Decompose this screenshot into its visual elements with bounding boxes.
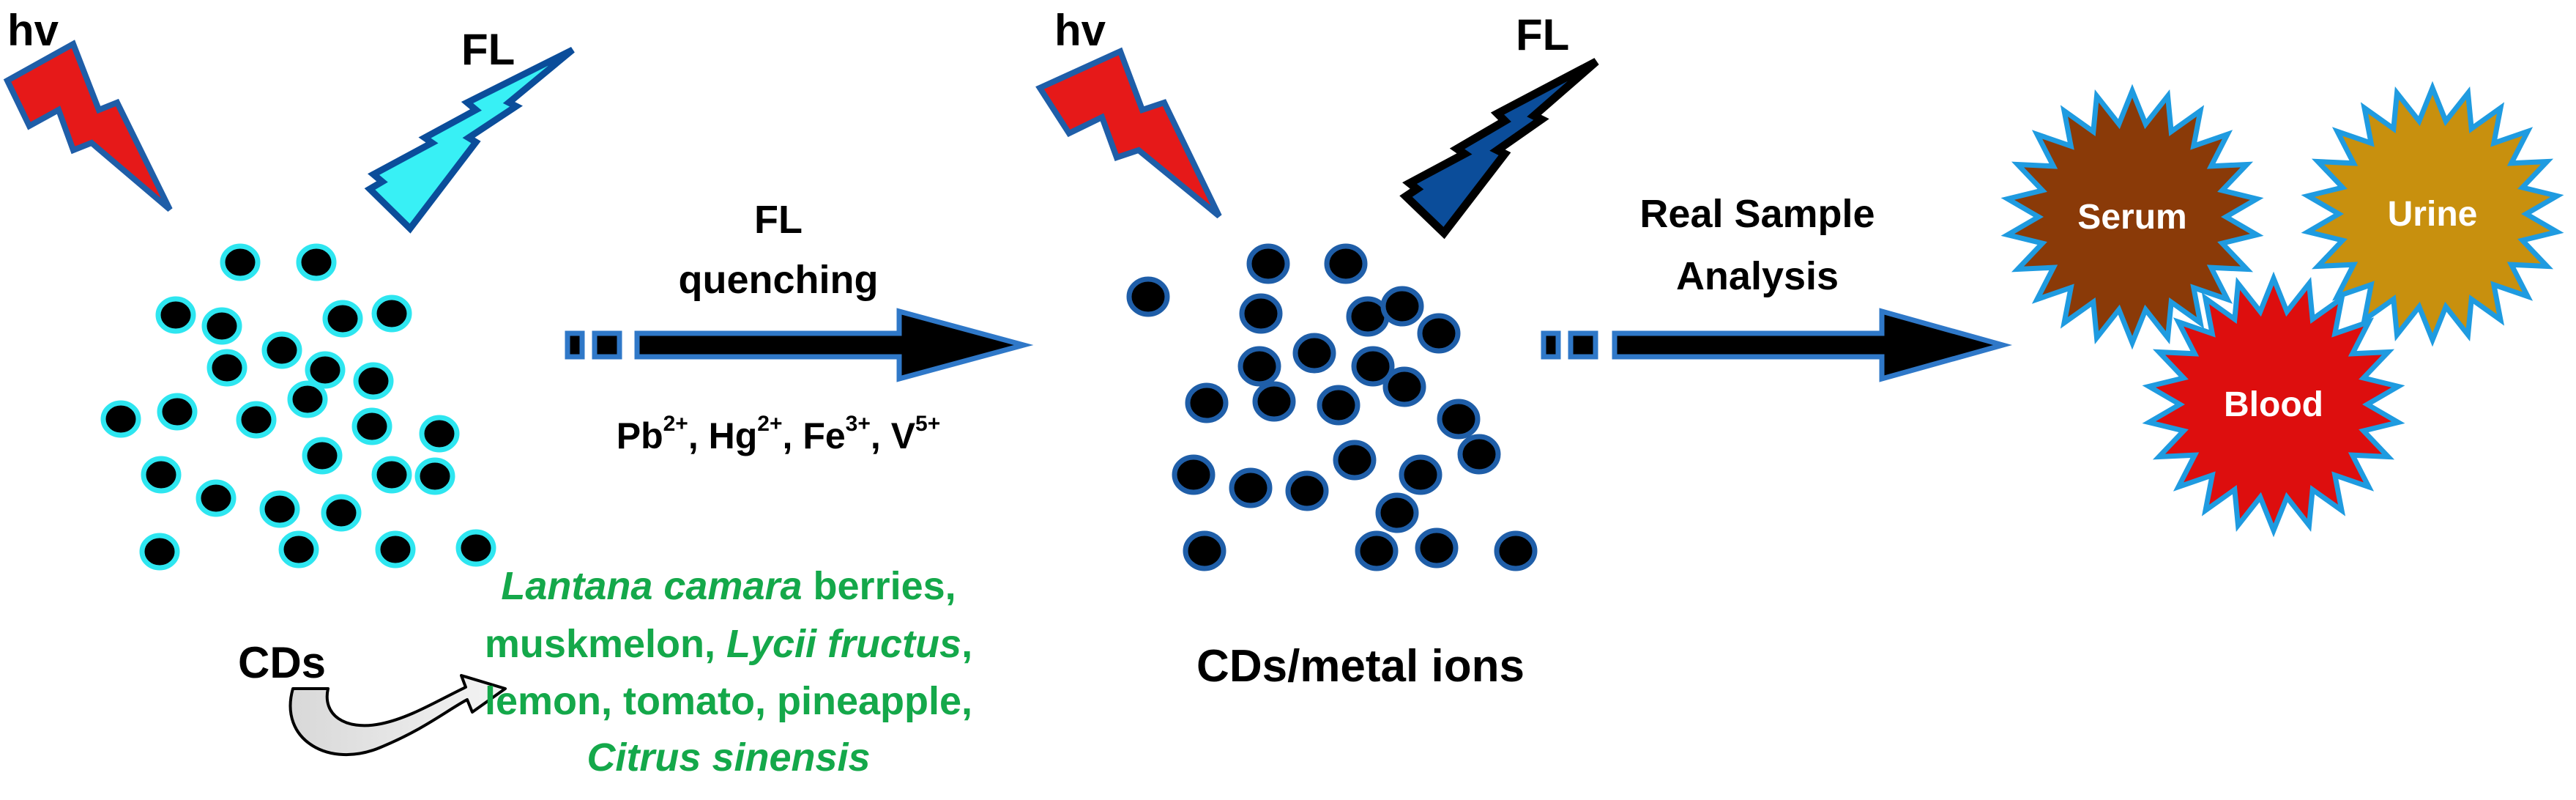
quenched-carbon-dot — [1246, 243, 1290, 284]
carbon-dot — [220, 243, 261, 281]
serum-label: Serum — [2077, 198, 2186, 237]
quenched-carbon-dot — [1324, 243, 1368, 284]
carbon-dot — [236, 401, 277, 439]
carbon-dot — [196, 479, 237, 517]
quenched-carbon-dot — [1292, 333, 1336, 374]
carbon-dots-cluster-bright — [100, 243, 496, 571]
carbon-dot — [261, 331, 302, 369]
carbon-dot — [139, 533, 180, 571]
fl-label-middle: FL — [1516, 10, 1569, 59]
carbon-dot — [259, 490, 300, 528]
carbon-dots-cluster-quenched — [1126, 243, 1538, 571]
hv-bolt-icon-middle — [1035, 47, 1222, 219]
quenched-carbon-dot — [1494, 530, 1538, 571]
quenched-carbon-dot — [1399, 454, 1443, 495]
analysis-label-line1: Real Sample — [1639, 192, 1875, 236]
carbon-dot — [141, 456, 182, 494]
carbon-dot — [157, 393, 198, 431]
analysis-arrow — [1541, 308, 2013, 382]
carbon-dot — [302, 437, 343, 475]
quenched-carbon-dot — [1375, 492, 1419, 533]
carbon-dot — [414, 457, 455, 495]
quenched-carbon-dot — [1237, 346, 1281, 387]
sources-line-3: lemon, tomato, pineapple, — [485, 679, 972, 723]
carbon-dot — [100, 400, 141, 438]
carbon-dot — [201, 307, 242, 345]
curved-arrow-icon — [289, 674, 507, 756]
fl-bolt-icon-left — [364, 46, 575, 234]
sources-text: Lantana camara berries, muskmelon, Lycii… — [485, 564, 972, 779]
urine-starburst-icon — [2301, 81, 2564, 347]
quenched-carbon-dot — [1333, 440, 1377, 481]
quenched-carbon-dot — [1285, 470, 1329, 511]
analysis-label-line2: Analysis — [1676, 254, 1839, 298]
carbon-dot — [375, 530, 416, 568]
quenched-carbon-dot — [1252, 381, 1296, 422]
blood-starburst-icon — [2142, 271, 2405, 538]
quenched-carbon-dot — [1172, 454, 1216, 495]
cds-label: CDs — [238, 638, 326, 687]
carbon-dot — [305, 351, 346, 389]
quenched-carbon-dot — [1415, 527, 1459, 568]
serum-starburst-icon — [2000, 84, 2264, 350]
cds-metal-ions-label: CDs/metal ions — [1196, 641, 1525, 692]
sources-line-1: Lantana camara berries, — [501, 564, 956, 608]
carbon-dot — [296, 243, 337, 281]
carbon-dot — [321, 494, 362, 532]
carbon-dot — [278, 530, 319, 568]
quenched-carbon-dot — [1351, 346, 1395, 387]
quenched-carbon-dot — [1239, 293, 1283, 334]
hv-bolt-icon-left — [3, 40, 173, 212]
sources-line-2: muskmelon, Lycii fructus, — [485, 622, 972, 666]
quenched-carbon-dot — [1457, 434, 1501, 475]
carbon-dot — [371, 456, 412, 494]
hv-label-middle: hv — [1054, 6, 1106, 55]
quenched-carbon-dot — [1355, 530, 1399, 571]
quenched-carbon-dot — [1183, 530, 1226, 571]
quenched-carbon-dot — [1229, 467, 1273, 508]
quenching-label-line1: FL — [754, 198, 803, 242]
quenched-carbon-dot — [1185, 382, 1229, 423]
quenched-carbon-dot — [1382, 366, 1426, 407]
quenched-carbon-dot — [1126, 276, 1170, 317]
carbon-dot — [371, 295, 412, 333]
carbon-dot — [322, 300, 363, 338]
carbon-dot — [353, 362, 394, 400]
quenched-carbon-dot — [1380, 286, 1424, 327]
carbon-dot — [351, 407, 392, 445]
quenching-label-line2: quenching — [679, 258, 879, 302]
carbon-dot — [455, 529, 496, 567]
blood-label: Blood — [2224, 385, 2323, 424]
carbon-dot — [419, 415, 460, 453]
sources-line-4: Citrus sinensis — [587, 736, 870, 779]
quenching-arrow — [565, 308, 1034, 382]
metal-ions-label: Pb2+, Hg2+, Fe3+, V5+ — [617, 412, 941, 456]
carbon-dot — [287, 380, 328, 418]
hv-label-left: hv — [7, 6, 59, 55]
quenched-carbon-dot — [1317, 385, 1360, 426]
carbon-dot — [206, 349, 247, 387]
quenched-carbon-dot — [1417, 313, 1461, 354]
urine-label: Urine — [2388, 195, 2478, 234]
carbon-dot — [155, 296, 196, 334]
quenched-carbon-dot — [1437, 399, 1481, 440]
fl-label-left: FL — [461, 25, 515, 74]
fl-bolt-icon-middle — [1399, 58, 1599, 240]
